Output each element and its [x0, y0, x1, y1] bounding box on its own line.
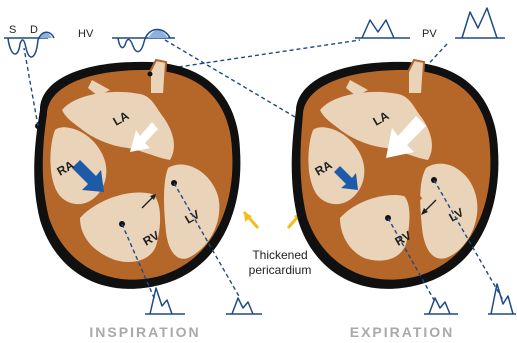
callout-text-line1: Thickened: [252, 248, 307, 262]
tv-waveform: [150, 288, 172, 314]
phase-label-expiration: EXPIRATION: [350, 324, 455, 340]
heart-inspiration: LA RA LV RV: [34, 60, 240, 289]
tv-waveform: [429, 298, 450, 314]
mv-waveform: [232, 298, 253, 314]
hv-doppler-inspiration: S D: [4, 24, 54, 57]
pv-waveform: [462, 8, 497, 38]
pv-sample-point: [148, 72, 153, 77]
heart-expiration: LA RA LV RV: [292, 60, 499, 289]
label-d: D: [30, 24, 38, 36]
tv-doppler-expiration: [424, 298, 458, 314]
pulmonary-vein: [150, 60, 166, 94]
pv-waveform: [362, 20, 394, 38]
mv-waveform: [491, 284, 513, 314]
connector-pv-to-la: [158, 40, 360, 70]
pv-doppler-inspiration-top: [455, 8, 505, 38]
callout-text-line2: pericardium: [249, 263, 312, 277]
ra-sample-point: [295, 119, 301, 125]
label-pv: PV: [422, 28, 437, 40]
pv-doppler-expiration-top: [355, 20, 410, 38]
mv-doppler-inspiration: [226, 298, 262, 314]
guide-ra-to-hv: [24, 48, 38, 126]
pulmonary-vein: [408, 60, 424, 94]
mv-doppler-expiration: [488, 284, 516, 314]
label-s: S: [9, 24, 16, 36]
phase-label-inspiration: INSPIRATION: [89, 324, 200, 340]
label-hv: HV: [78, 28, 94, 40]
